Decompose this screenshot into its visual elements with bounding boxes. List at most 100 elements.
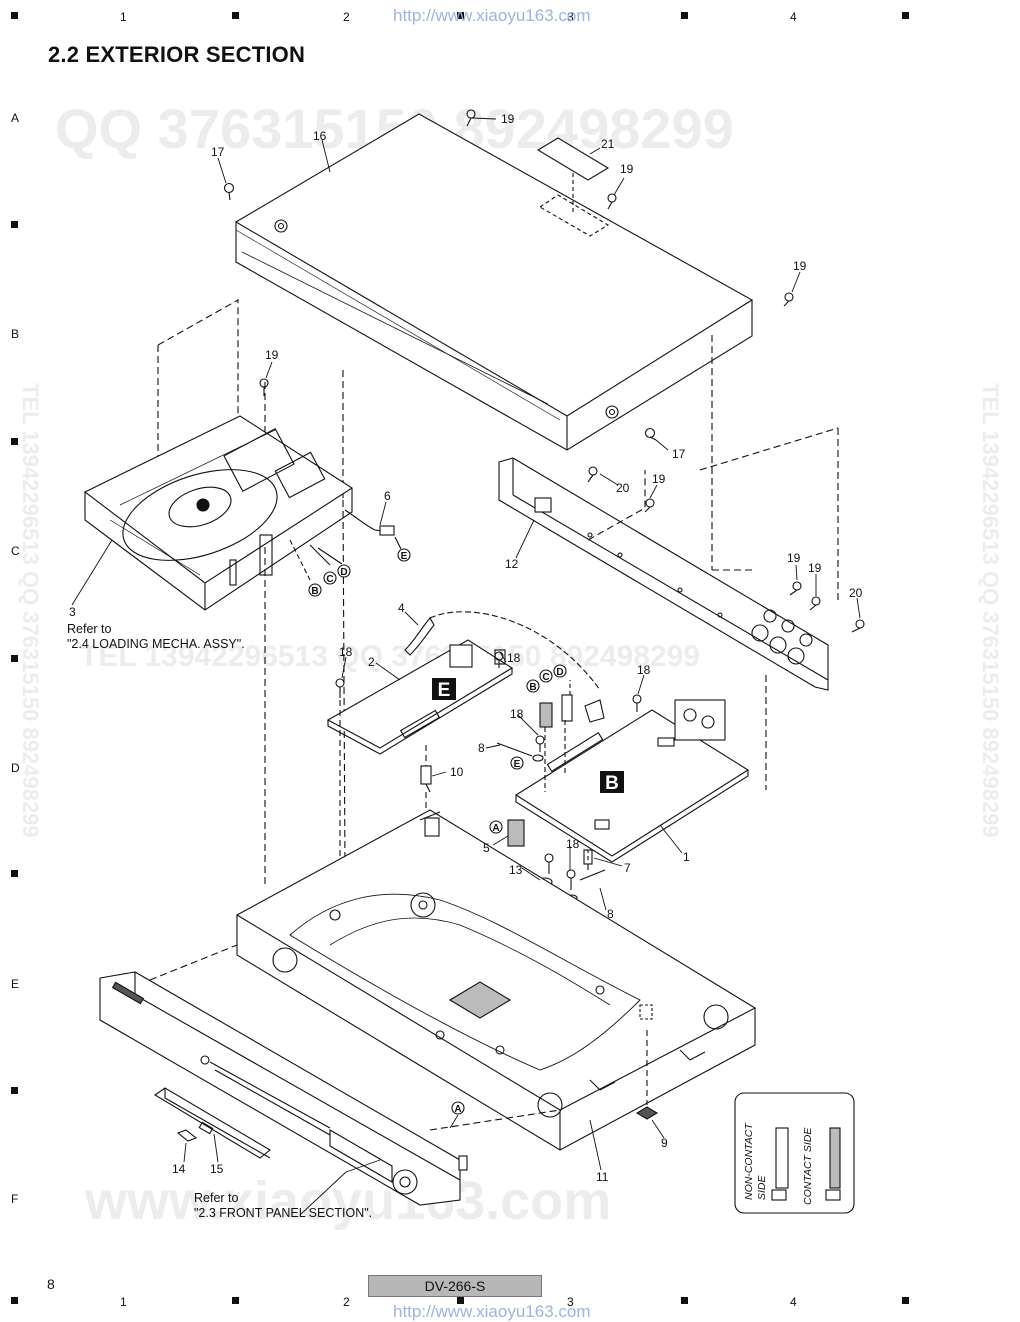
grid-marker [681, 1297, 688, 1304]
part-number-18: 18 [510, 707, 524, 721]
column-label-1: 1 [120, 10, 127, 24]
connector-marker-e: E [397, 548, 411, 562]
part-number-18: 18 [566, 837, 580, 851]
pcb-e [326, 639, 514, 755]
part-number-5: 5 [483, 841, 490, 855]
screw [783, 292, 794, 307]
watermark-url-top: http://www.xiaoyu163.com [393, 6, 591, 25]
front-window [153, 1087, 271, 1159]
row-label-e: E [11, 977, 20, 991]
row-label-a: A [11, 111, 20, 125]
screw [809, 596, 821, 611]
screw [494, 651, 504, 668]
svg-text:C: C [542, 672, 549, 683]
part-number-16: 16 [313, 129, 327, 143]
part-number-17: 17 [672, 447, 686, 461]
reference-front-panel: Refer to "2.3 FRONT PANEL SECTION". [194, 1191, 373, 1220]
column-label-4-bottom: 4 [790, 1295, 797, 1309]
part-number-3: 3 [69, 605, 76, 619]
top-cover [234, 113, 754, 451]
pcb-label-b: B [600, 771, 624, 794]
page-title: 2.2 EXTERIOR SECTION [48, 42, 306, 67]
grid-marker [232, 1297, 239, 1304]
front-panel [99, 971, 468, 1206]
row-label-c: C [11, 544, 20, 558]
watermark-tel-mid: TEL 13942296513 QQ 376315150 892498299 [80, 640, 700, 673]
screw [632, 694, 642, 712]
part-number-19: 19 [652, 472, 666, 486]
reference-loading-mecha: Refer to "2.4 LOADING MECHA. ASSY". [67, 622, 245, 651]
watermark-www-bottom: www.xiaoyu163.com [85, 1171, 612, 1231]
watermark-url-bottom: http://www.xiaoyu163.com [393, 1302, 591, 1321]
svg-text:E: E [514, 759, 521, 770]
grid-marker [457, 12, 464, 19]
part-number-15: 15 [210, 1162, 224, 1176]
svg-text:NON-CONTACT: NON-CONTACT [743, 1122, 755, 1200]
part-number-19: 19 [793, 259, 807, 273]
screw [789, 581, 802, 596]
chassis [235, 809, 757, 1151]
screw [644, 498, 655, 513]
grid-marker [11, 12, 18, 19]
svg-text:B: B [311, 586, 318, 597]
connector-marker-d: D [553, 664, 567, 678]
part-number-18: 18 [339, 645, 353, 659]
grid-marker [902, 1297, 909, 1304]
screw [259, 378, 269, 396]
connector-marker-b: B [308, 583, 322, 597]
svg-text:B: B [529, 682, 536, 693]
connector-marker-e: E [510, 756, 524, 770]
grid-marker [11, 1087, 18, 1094]
svg-text:E: E [401, 551, 408, 562]
screw [535, 735, 545, 752]
column-label-1-bottom: 1 [120, 1295, 127, 1309]
part-number-6: 6 [384, 489, 391, 503]
pcb-label-e: E [432, 678, 456, 701]
part-number-17: 17 [211, 145, 225, 159]
screw [644, 427, 657, 441]
grid-marker [11, 438, 18, 445]
part-number-13: 13 [509, 863, 523, 877]
column-label-3-bottom: 3 [567, 1295, 574, 1309]
svg-text:SIDE: SIDE [756, 1174, 768, 1200]
connector-marker-d: D [337, 564, 351, 578]
row-label-f: F [11, 1192, 19, 1206]
part-number-12: 12 [505, 557, 519, 571]
flat-cable-legend: NON-CONTACT SIDE CONTACT SIDE [734, 1092, 855, 1214]
connector-marker-c: C [323, 571, 337, 585]
legend-contact-side: CONTACT SIDE [802, 1127, 814, 1205]
part-number-8: 8 [607, 907, 614, 921]
grid-marker [232, 12, 239, 19]
label-sticker [536, 137, 610, 181]
part-number-18: 18 [507, 651, 521, 665]
card-holder [420, 765, 432, 793]
svg-text:D: D [556, 667, 563, 678]
screw [466, 109, 476, 127]
part-number-19: 19 [620, 162, 634, 176]
part-number-19: 19 [501, 112, 515, 126]
loading-mecha-assy [83, 415, 354, 611]
grid-marker [11, 870, 18, 877]
foot [635, 1106, 659, 1120]
part-number-1: 1 [683, 850, 690, 864]
connector-marker-c: C [539, 669, 553, 683]
grid-marker [902, 12, 909, 19]
connector-marker-a: A [451, 1101, 465, 1115]
rear-panel [498, 457, 829, 691]
part-number-11: 11 [596, 1170, 609, 1184]
svg-text:B: B [605, 773, 619, 794]
screw [544, 853, 554, 874]
legend-non-contact-line1: NON-CONTACT [743, 1122, 755, 1200]
part-number-8: 8 [478, 741, 485, 755]
part-number-7: 7 [624, 861, 631, 875]
flat-cable [539, 702, 553, 728]
screw [566, 869, 576, 890]
page-number: 8 [47, 1276, 55, 1292]
connector-marker-b: B [526, 679, 540, 693]
part-number-9: 9 [661, 1136, 668, 1150]
part-number-19: 19 [808, 561, 822, 575]
part-number-19: 19 [265, 348, 279, 362]
grid-marker [11, 1297, 18, 1304]
part-number-14: 14 [172, 1162, 186, 1176]
screw [223, 182, 235, 201]
